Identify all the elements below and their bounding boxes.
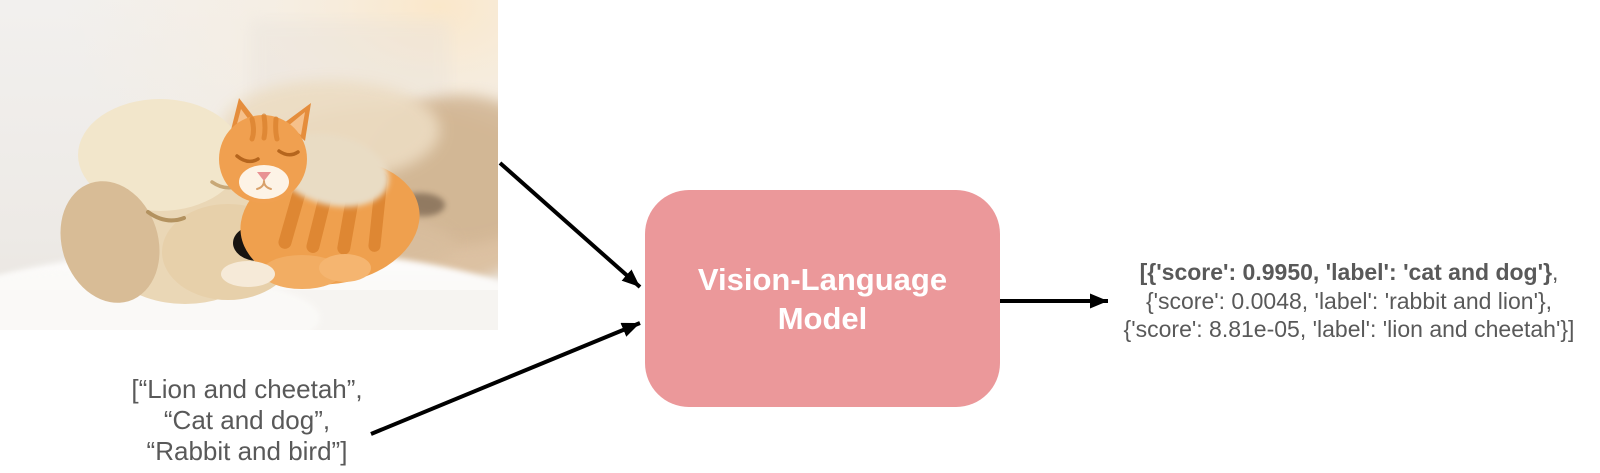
candidate-label-line: “Cat and dog”, — [163, 405, 331, 435]
output-line-1: [{'score': 0.9950, 'label': 'cat and dog… — [1098, 258, 1600, 287]
candidate-label-line: [“Lion and cheetah”, — [131, 374, 363, 404]
output-line-1-bold: [{'score': 0.9950, 'label': 'cat and dog… — [1139, 259, 1553, 285]
output-line-1-tail: , — [1552, 259, 1559, 285]
dog-and-cat-photo-illustration — [0, 0, 498, 330]
output-line-2: {'score': 0.0048, 'label': 'rabbit and l… — [1145, 287, 1553, 314]
candidate-label-line: “Rabbit and bird”] — [146, 436, 348, 466]
vlm-model-label-line2: Model — [777, 300, 868, 336]
output-line-3: {'score': 8.81e-05, 'label': 'lion and c… — [1123, 316, 1575, 342]
vlm-model-label-line1: Vision-Language — [697, 261, 948, 297]
model-output-text: [{'score': 0.9950, 'label': 'cat and dog… — [1098, 258, 1600, 344]
vlm-model-box: Vision-Language Model — [645, 190, 1000, 407]
arrow-image-to-model — [498, 161, 642, 289]
dog-and-cat-photo — [0, 0, 498, 330]
candidate-labels-list: [“Lion and cheetah”, “Cat and dog”, “Rab… — [72, 374, 422, 467]
